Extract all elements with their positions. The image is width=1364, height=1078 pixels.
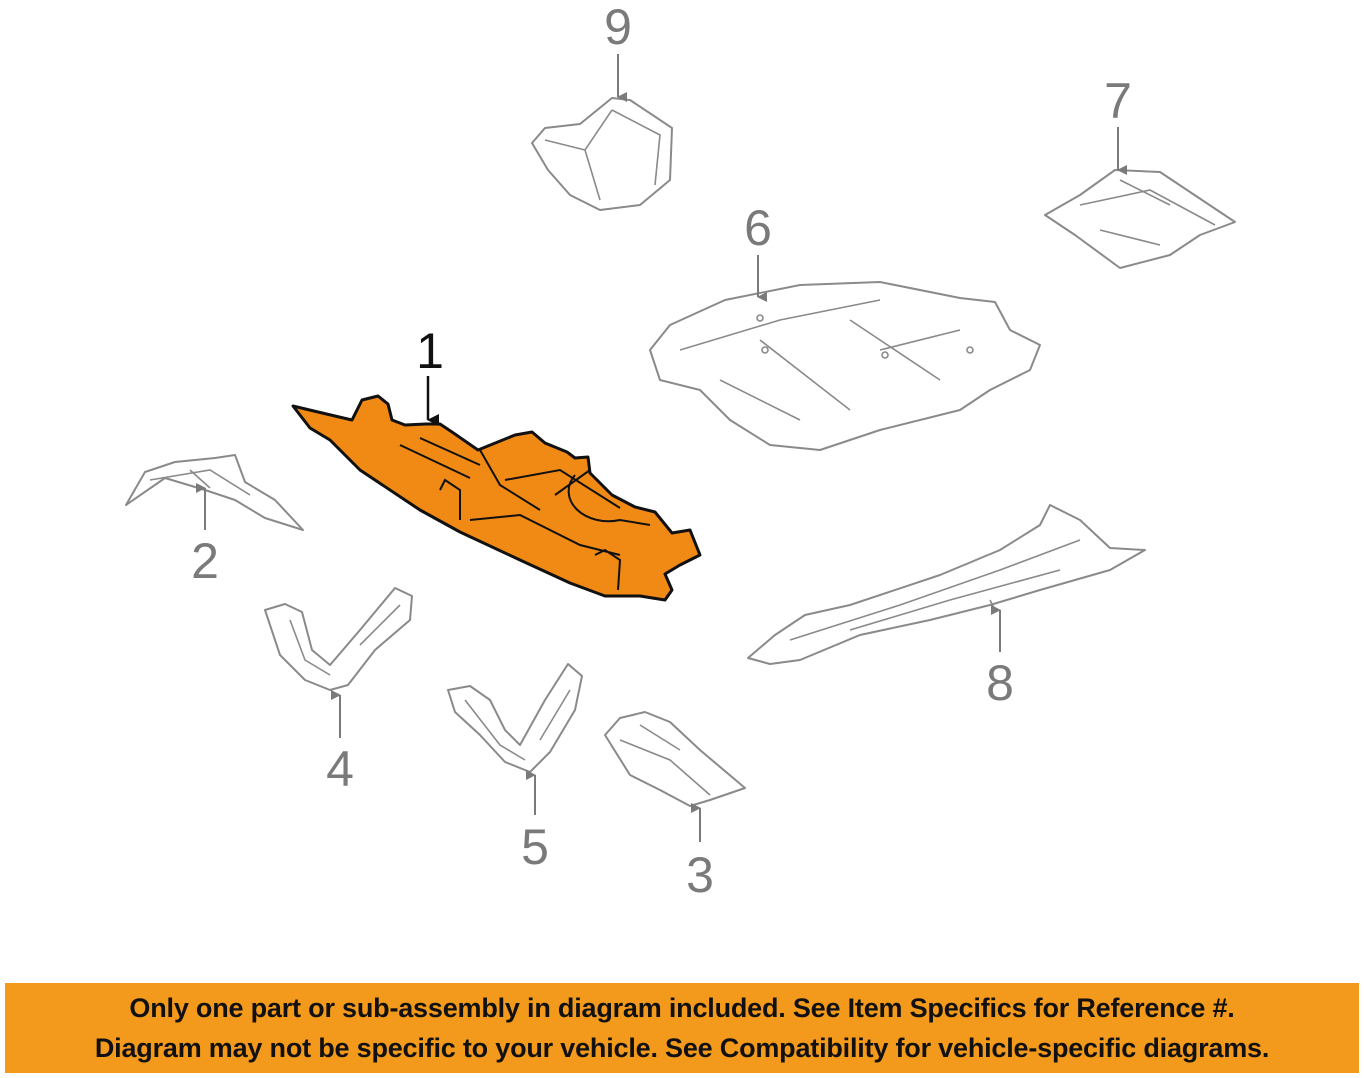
callout-number-3: 3 [686,847,714,903]
disclaimer-line-1: Only one part or sub-assembly in diagram… [129,993,1235,1023]
callout-3: 3 [686,803,714,903]
callout-4: 4 [326,690,354,797]
callout-9: 9 [604,0,632,102]
callout-6: 6 [744,200,772,302]
callout-5: 5 [521,770,549,875]
disclaimer-banner: Only one part or sub-assembly in diagram… [5,983,1359,1073]
disclaimer-line-2: Diagram may not be specific to your vehi… [94,1033,1270,1063]
part-7-shield[interactable] [1044,169,1236,269]
callout-number-2: 2 [191,533,219,589]
callout-number-1: 1 [416,323,444,379]
part-4-bracket[interactable] [264,587,413,691]
callout-1: 1 [416,323,444,426]
part-6-undercover[interactable] [649,281,1041,451]
part-3-shield[interactable] [604,711,746,807]
part-5-bracket[interactable] [447,663,583,773]
parts-diagram: 1 2 3 4 5 6 7 8 9 [125,0,1236,903]
callout-number-6: 6 [744,200,772,256]
part-8-undercover[interactable] [747,504,1146,665]
callout-7: 7 [1104,73,1132,175]
part-9-shield[interactable] [531,97,673,211]
callout-number-4: 4 [326,741,354,797]
callout-number-7: 7 [1104,73,1132,129]
part-2-bracket[interactable] [125,454,304,531]
callout-number-8: 8 [986,655,1014,711]
part-1-engine-undercover-highlighted[interactable] [291,394,702,602]
callout-number-5: 5 [521,819,549,875]
callout-8: 8 [986,605,1014,711]
callout-number-9: 9 [604,0,632,55]
callout-2: 2 [191,483,219,589]
